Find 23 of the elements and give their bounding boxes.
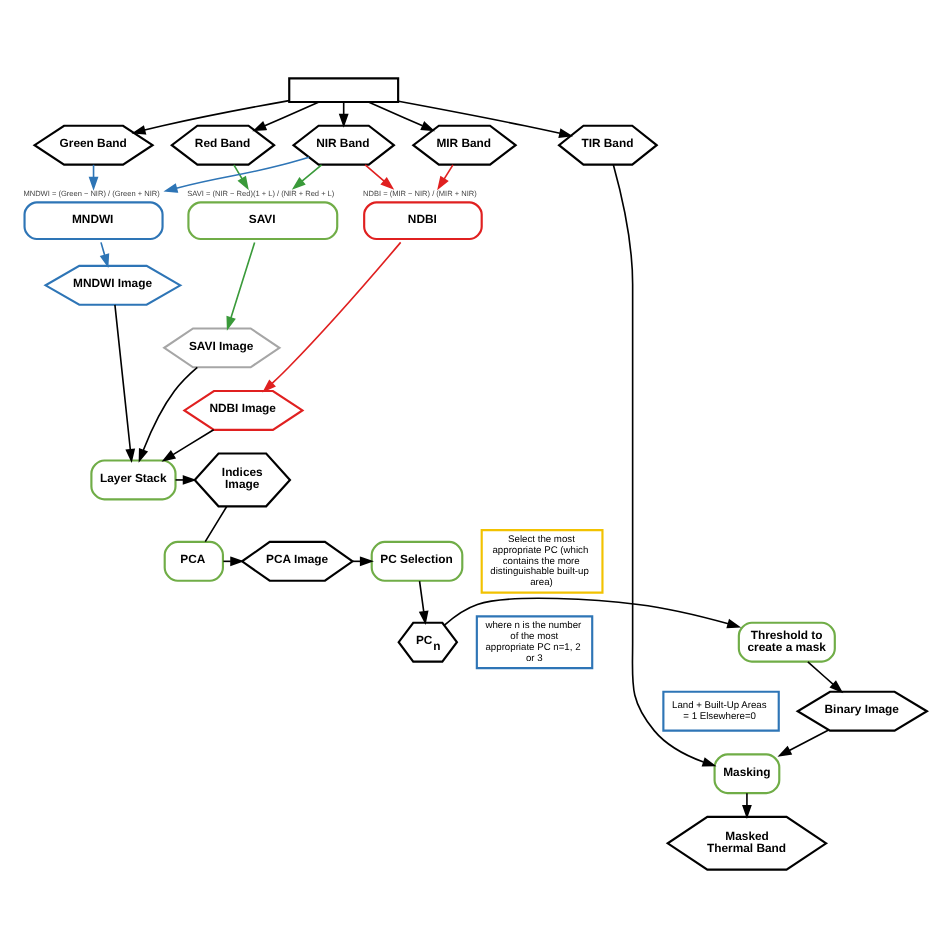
arrow <box>252 101 320 132</box>
arrow <box>138 366 199 463</box>
arrow <box>291 164 323 190</box>
arrow <box>807 661 844 694</box>
arrow <box>161 428 215 462</box>
arrow <box>367 101 436 132</box>
arrow <box>233 164 249 191</box>
arrow <box>174 475 197 485</box>
arrow <box>262 241 402 393</box>
node-box <box>288 77 400 104</box>
arrow <box>131 99 290 135</box>
arrow <box>114 304 136 463</box>
arrow <box>612 164 717 767</box>
connector <box>204 505 228 543</box>
arrow <box>226 241 256 331</box>
arrow <box>163 156 310 193</box>
arrow <box>418 580 429 626</box>
arrow <box>742 792 752 819</box>
arrow <box>777 729 830 757</box>
arrow <box>443 597 742 629</box>
arrow <box>397 100 574 138</box>
arrow <box>99 241 110 269</box>
arrow <box>364 164 395 190</box>
